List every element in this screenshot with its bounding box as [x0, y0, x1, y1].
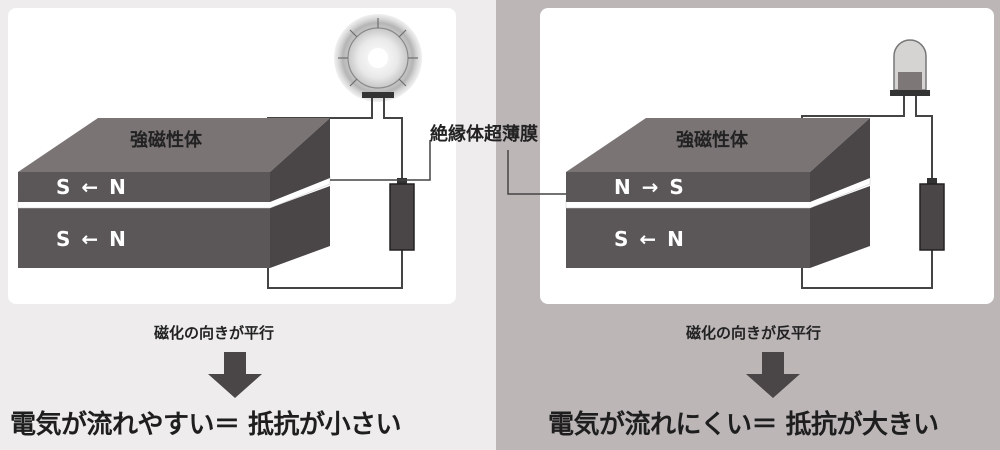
right-magnet-stack	[565, 118, 871, 268]
insulator-film-label: 絶縁体超薄膜	[430, 123, 538, 145]
insulator-leader-lines	[330, 140, 566, 195]
left-caption: 磁化の向きが平行	[154, 324, 275, 342]
right-bottom-layer-magnetization: S ← N	[614, 227, 686, 251]
right-down-arrow-icon	[746, 352, 800, 398]
left-bottom-layer-magnetization: S ← N	[56, 227, 128, 251]
right-top-layer-magnetization: N → S	[614, 175, 686, 199]
right-result-text: 電気が流れにくい＝ 抵抗が大きい	[548, 410, 939, 440]
unlit-lamp-icon	[890, 39, 930, 102]
left-magnet-stack	[17, 118, 331, 268]
right-battery-icon	[919, 178, 945, 251]
left-battery-icon	[389, 178, 415, 251]
left-material-label: 強磁性体	[130, 129, 203, 151]
right-caption: 磁化の向きが反平行	[686, 324, 822, 342]
right-material-label: 強磁性体	[676, 129, 749, 151]
lit-lamp-icon	[334, 14, 422, 106]
left-result-text: 電気が流れやすい＝ 抵抗が小さい	[10, 410, 402, 440]
left-down-arrow-icon	[208, 352, 262, 398]
left-top-layer-magnetization: S ← N	[56, 175, 128, 199]
